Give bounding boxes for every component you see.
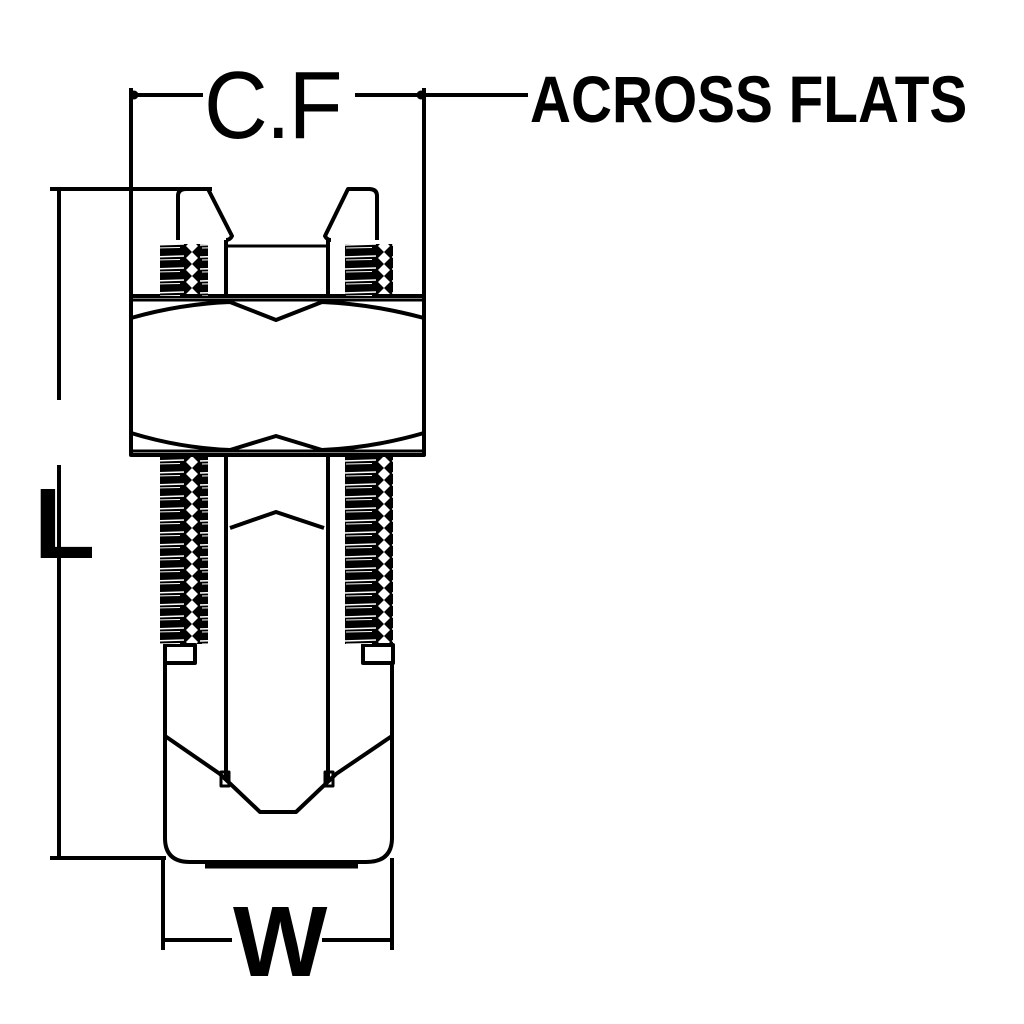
- bolt-top-tips: [176, 187, 379, 242]
- right-bolt-thread: [345, 456, 393, 644]
- length-label: L: [34, 468, 96, 580]
- right-collar: [361, 643, 395, 665]
- left-collar: [163, 643, 197, 665]
- width-label: W: [233, 886, 328, 998]
- left-bolt-thread-top: [160, 244, 208, 296]
- across-flats-label: ACROSS FLATS: [530, 62, 968, 136]
- cf-label: C.F: [204, 52, 343, 159]
- left-bolt-thread: [160, 456, 208, 644]
- right-bolt-thread-top: [345, 244, 393, 296]
- width-dimension: [161, 858, 394, 950]
- center-bar: [224, 240, 330, 780]
- u-body: [163, 663, 394, 869]
- hex-nut: [129, 294, 426, 457]
